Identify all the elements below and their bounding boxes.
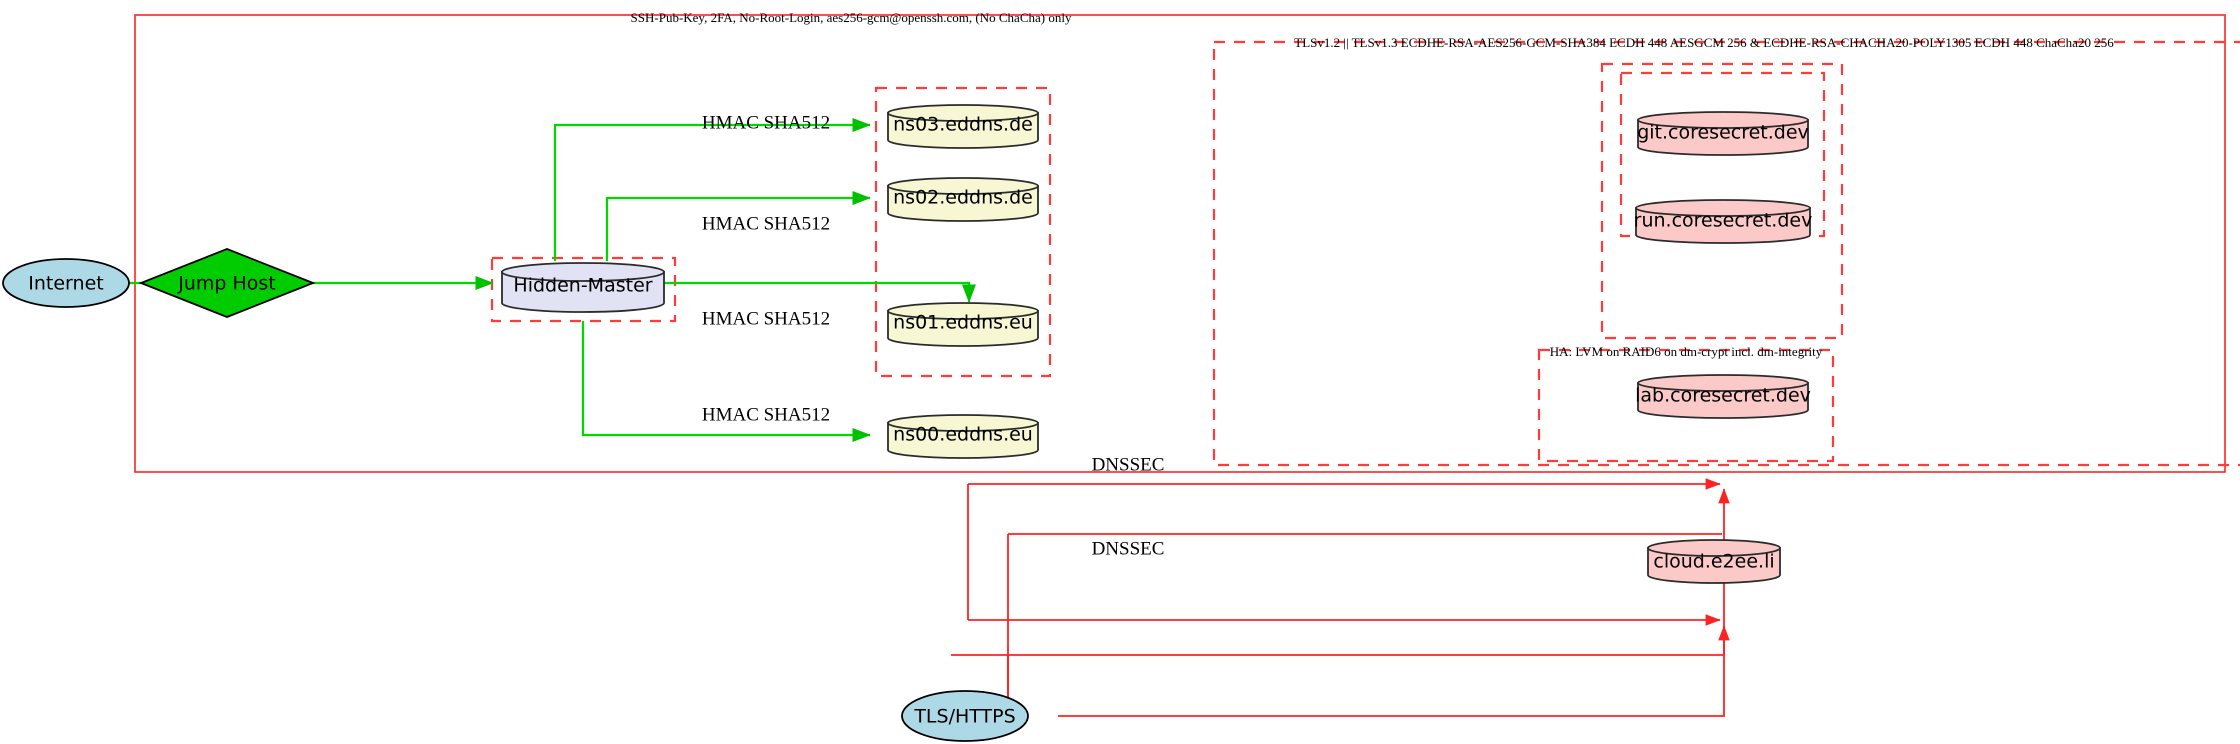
tls-cluster-label: TLSv1.2 || TLSv1.3 ECDHE-RSA-AES256-GCM-… — [1294, 35, 2114, 50]
node-ns03-label: ns03.eddns.de — [893, 114, 1033, 136]
node-tls-https-label: TLS/HTTPS — [913, 706, 1015, 728]
node-git-coresecret-label: git.coresecret.dev — [1637, 122, 1809, 144]
node-hidden-master-label: Hidden-Master — [513, 275, 652, 297]
node-ns00[interactable]: ns00.eddns.eu — [887, 414, 1039, 459]
node-internet-label: Internet — [28, 273, 103, 295]
node-cloud-e2ee[interactable]: cloud.e2ee.li — [1647, 539, 1781, 584]
node-cloud-e2ee-label: cloud.e2ee.li — [1653, 551, 1774, 573]
ssh-outer-frame-label: SSH-Pub-Key, 2FA, No-Root-Login, aes256-… — [631, 10, 1072, 25]
node-git-coresecret[interactable]: git.coresecret.dev — [1637, 111, 1809, 156]
edge-label-hmac-ns03: HMAC SHA512 — [702, 112, 830, 133]
node-lab-coresecret[interactable]: lab.coresecret.dev — [1635, 374, 1811, 419]
node-ns02[interactable]: ns02.eddns.de — [887, 177, 1039, 222]
dns-cluster-box — [874, 86, 1052, 378]
edge-label-hmac-ns00: HMAC SHA512 — [702, 404, 830, 425]
tls-cluster-box — [1212, 40, 2240, 467]
node-ns01-label: ns01.eddns.eu — [893, 312, 1033, 334]
node-jump-host[interactable]: Jump Host — [138, 248, 316, 318]
node-jump-host-label: Jump Host — [177, 273, 276, 295]
node-internet[interactable]: Internet — [2, 258, 130, 308]
node-ns01[interactable]: ns01.eddns.eu — [887, 302, 1039, 347]
edge-label-dnssec-lower: DNSSEC — [1092, 538, 1165, 559]
node-lab-coresecret-label: lab.coresecret.dev — [1635, 385, 1811, 407]
edge-hidden-master-to-ns01 — [665, 281, 977, 303]
edge-label-dnssec-upper: DNSSEC — [1092, 454, 1165, 475]
node-ns00-label: ns00.eddns.eu — [893, 424, 1033, 446]
edge-tlshttps-right — [1058, 655, 1725, 717]
edge-hidden-master-to-ns00 — [581, 321, 871, 443]
edge-label-hmac-ns02: HMAC SHA512 — [702, 213, 830, 234]
edge-hidden-master-to-ns02 — [605, 190, 871, 261]
node-ns02-label: ns02.eddns.de — [893, 187, 1033, 209]
node-ns03[interactable]: ns03.eddns.de — [887, 104, 1039, 149]
node-run-coresecret-label: run.coresecret.dev — [1634, 210, 1813, 232]
ssh-outer-frame — [134, 14, 2226, 473]
edge-hidden-master-to-ns03 — [553, 117, 871, 261]
ha-cluster-label: HA: LVM on RAID6 on dm-crypt incl. dm-in… — [1550, 344, 1823, 359]
ha-cluster-box — [1537, 348, 1835, 463]
node-run-coresecret[interactable]: run.coresecret.dev — [1634, 199, 1813, 244]
edge-label-hmac-ns01: HMAC SHA512 — [702, 308, 830, 329]
coresecret-outer-cluster-box — [1600, 62, 1844, 340]
node-tls-https[interactable]: TLS/HTTPS — [901, 690, 1029, 742]
node-hidden-master[interactable]: Hidden-Master — [501, 262, 665, 313]
